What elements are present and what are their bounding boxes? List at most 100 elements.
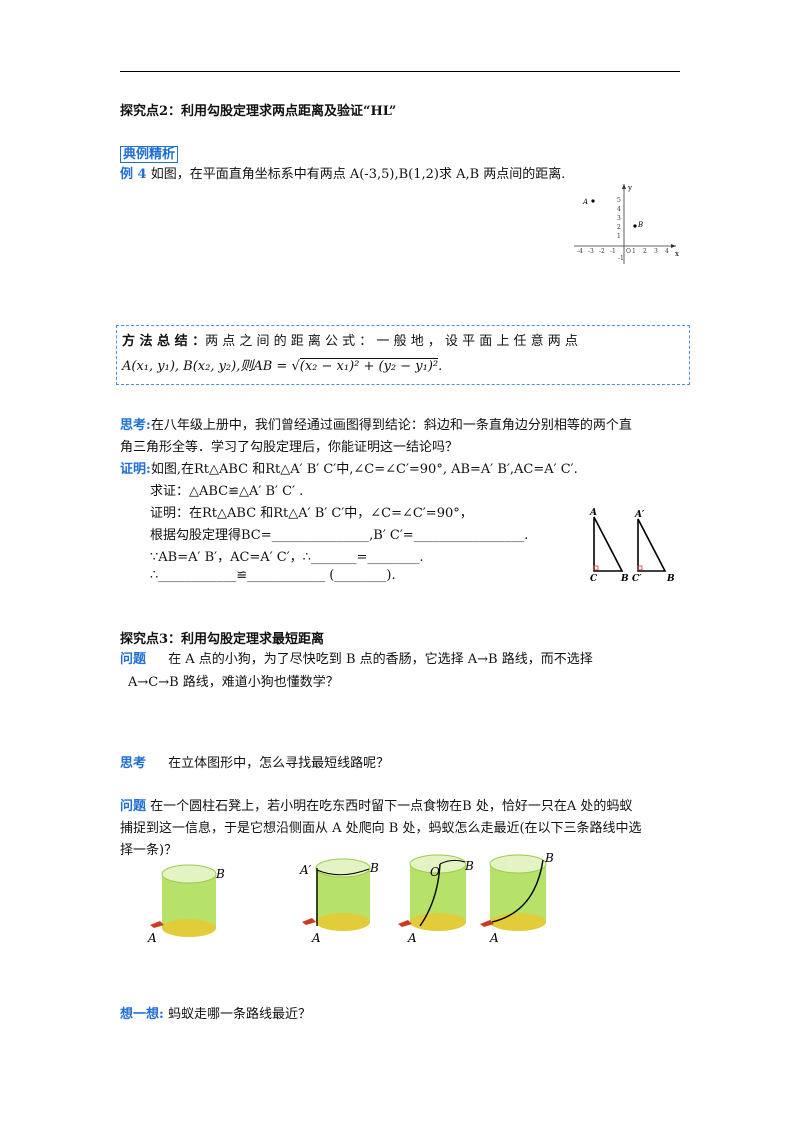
think-more-text: 蚂蚁走哪一条路线最近？ bbox=[167, 1007, 311, 1022]
cyl3-o: O bbox=[430, 865, 440, 879]
label-a-prime: A′ bbox=[634, 510, 645, 520]
triangle-a-b-c-prime bbox=[637, 518, 667, 572]
proof-line4: 根据勾股定理得BC=_______________,B′ C′=________… bbox=[150, 528, 529, 543]
think1-text: 在八年级上册中，我们曾经通过画图得到结论：斜边和一条直角边分别相等的两个直 bbox=[150, 418, 632, 433]
label-b-prime: B bbox=[666, 574, 675, 584]
right-angle-mark bbox=[593, 565, 599, 571]
cylinder-top bbox=[161, 864, 217, 884]
y-tick: 2 bbox=[617, 224, 621, 231]
right-triangles-figure: A C B A′ C′ B bbox=[589, 508, 675, 584]
cylinder-bottom bbox=[410, 913, 466, 931]
cylinders-figure: B A A′ B A O B A B A bbox=[147, 851, 554, 945]
route-helix bbox=[491, 859, 544, 923]
cylinder-1: B A bbox=[147, 864, 225, 945]
cyl2-a-prime: A′ bbox=[299, 863, 312, 877]
question1-line1: 问题 在 A 点的小狗，为了尽快吃到 B 点的香肠，它选择 A→B 路线，而不选… bbox=[120, 648, 593, 667]
cylinder-top bbox=[489, 854, 547, 874]
formula-end: . bbox=[438, 359, 443, 374]
think2-label: 思考 bbox=[120, 756, 147, 771]
right-angle-mark bbox=[637, 565, 643, 571]
method-summary-box bbox=[116, 325, 690, 385]
cylinder-bottom bbox=[162, 919, 216, 937]
route-top-arc bbox=[316, 868, 370, 876]
cylinder-side bbox=[410, 864, 466, 922]
x-tick: -4 bbox=[577, 248, 583, 255]
summary-line1: 方 法 总 结 ：两 点 之 间 的 距 离 公 式 ： 一 般 地 ， 设 平… bbox=[122, 330, 680, 349]
label-c: C bbox=[590, 574, 598, 584]
proof-line3: 证明：在Rt△ABC 和Rt△A′ B′ C′中，∠C=∠C′=90°， bbox=[150, 506, 473, 521]
think1-line2: 角三角形全等．学习了勾股定理后，你能证明这一结论吗？ bbox=[120, 440, 459, 455]
think-more-label: 想一想: bbox=[120, 1007, 164, 1022]
x-tick: -2 bbox=[599, 248, 605, 255]
example4-text: 如图，在平面直角坐标系中有两点 A(-3,5),B(1,2)求 A,B 两点间的… bbox=[150, 167, 566, 182]
cylinder-bottom bbox=[490, 913, 546, 931]
cyl1-a: A bbox=[147, 931, 157, 945]
question2-line2: 捕捉到这一信息，于是它想沿侧面从 A 处爬向 B 处，蚂蚁怎么走最近(在以下三条… bbox=[120, 821, 642, 836]
cyl3-b: B bbox=[464, 859, 474, 873]
proof-label: 证明: bbox=[120, 462, 151, 477]
x-arrow bbox=[671, 244, 676, 248]
cylinder-2: A′ B A bbox=[299, 858, 379, 945]
example-tag-label: 典例精析 bbox=[120, 146, 179, 163]
think2: 思考 在立体图形中，怎么寻找最短线路呢？ bbox=[120, 752, 389, 771]
cyl2-b: B bbox=[369, 861, 379, 875]
formula-then: 则AB = bbox=[240, 359, 288, 374]
think1-label: 思考: bbox=[120, 418, 151, 433]
ant-icon bbox=[398, 920, 412, 927]
coordinate-graph: y x -4 -3 -2 -1 O 1 2 3 4 5 4 3 2 1 -1 A… bbox=[574, 184, 679, 264]
x-tick: -3 bbox=[588, 248, 594, 255]
example-tag: 典例精析 bbox=[120, 143, 179, 163]
cylinder-4: B A bbox=[480, 851, 554, 945]
y-arrow bbox=[622, 184, 626, 189]
y-tick: 3 bbox=[617, 215, 621, 222]
triangle-abc bbox=[593, 516, 624, 572]
question2-text: 在一个圆柱石凳上，若小明在吃东西时留下一点食物在B 处，恰好一只在A 处的蚂蚁 bbox=[150, 799, 633, 814]
proof-line5: ∵AB=A′ B′，AC=A′ C′，∴_______=________. bbox=[150, 550, 424, 565]
x-tick: 3 bbox=[654, 248, 658, 255]
cyl2-a: A bbox=[311, 931, 321, 945]
question2-label: 问题 bbox=[120, 799, 147, 814]
ant-icon bbox=[480, 920, 494, 927]
cyl4-b: B bbox=[544, 851, 554, 865]
ant-icon bbox=[302, 918, 316, 925]
question2-line3: 择一条)？ bbox=[120, 843, 178, 858]
cylinder-side bbox=[490, 864, 546, 922]
question1-label: 问题 bbox=[120, 652, 147, 667]
example4-label: 例 4 bbox=[120, 167, 147, 182]
x-tick: -1 bbox=[610, 248, 616, 255]
x-tick: 1 bbox=[632, 248, 636, 255]
think1-line1: 思考:在八年级上册中，我们曾经通过画图得到结论：斜边和一条直角边分别相等的两个直 bbox=[120, 414, 632, 433]
y-tick: 1 bbox=[617, 233, 621, 240]
question2-line1: 问题 在一个圆柱石凳上，若小明在吃东西时留下一点食物在B 处，恰好一只在A 处的… bbox=[120, 795, 632, 814]
think-more: 想一想: 蚂蚁走哪一条路线最近？ bbox=[120, 1003, 311, 1022]
example4: 例 4 如图，在平面直角坐标系中有两点 A(-3,5),B(1,2)求 A,B … bbox=[120, 163, 565, 182]
label-c-prime: C′ bbox=[632, 574, 642, 584]
point-b bbox=[633, 224, 637, 228]
point-b-label: B bbox=[637, 221, 643, 229]
proof-line1: 证明:如图,在Rt△ABC 和Rt△A′ B′ C′中,∠C=∠C′=90°, … bbox=[120, 458, 578, 477]
label-a: A bbox=[589, 508, 597, 518]
section3-title: 探究点3：利用勾股定理求最短距离 bbox=[120, 632, 325, 647]
question1-text: 在 A 点的小狗，为了尽快吃到 B 点的香肠，它选择 A→B 路线，而不选择 bbox=[168, 652, 593, 667]
summary-text: 两 点 之 间 的 距 离 公 式 ： 一 般 地 ， 设 平 面 上 任 意 … bbox=[205, 334, 578, 349]
route-curve bbox=[419, 863, 441, 927]
cylinder-top bbox=[409, 854, 467, 874]
question1-line2: A→C→B 路线，难道小狗也懂数学？ bbox=[128, 675, 339, 690]
cyl1-b: B bbox=[215, 867, 225, 881]
think2-text: 在立体图形中，怎么寻找最短线路呢？ bbox=[168, 756, 390, 771]
x-tick: 2 bbox=[643, 248, 647, 255]
cyl3-a: A bbox=[407, 931, 417, 945]
y-tick: 4 bbox=[617, 206, 621, 213]
y-tick: 5 bbox=[617, 197, 621, 204]
summary-label: 方 法 总 结 ： bbox=[122, 334, 206, 349]
route-top bbox=[439, 859, 466, 865]
y-axis-label: y bbox=[627, 184, 632, 192]
cyl4-a: A bbox=[489, 931, 499, 945]
proof-line2: 求证：△ABC≌△A′ B′ C′ . bbox=[150, 484, 304, 499]
ant-icon bbox=[150, 921, 164, 928]
proof-line6: ∴____________≌____________ (________). bbox=[150, 568, 396, 583]
summary-formula: A(x₁, y₁), B(x₂, y₂),则AB = √(x₂ − x₁)² +… bbox=[122, 355, 442, 374]
cylinder-3: O B A bbox=[398, 854, 474, 945]
cylinder-bottom bbox=[316, 913, 370, 931]
y-tick: -1 bbox=[618, 255, 624, 262]
